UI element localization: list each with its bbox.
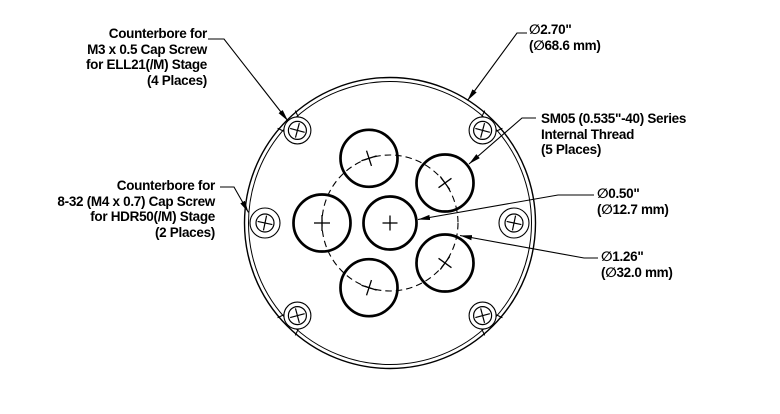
plate-outline bbox=[243, 76, 537, 370]
m3-counterbore-pocket-bottom-right bbox=[468, 301, 503, 336]
callout-line: Internal Thread bbox=[541, 126, 635, 142]
center-mark-icon bbox=[438, 256, 452, 270]
callout-center-hole-diameter: ∅0.50" (∅12.7 mm) bbox=[597, 186, 669, 217]
sm05-hole-left bbox=[292, 193, 352, 253]
leader-center-hole-diameter bbox=[417, 194, 594, 221]
dimension-line: ∅2.70" bbox=[529, 22, 572, 37]
dimension-line: ∅1.26" bbox=[601, 249, 644, 264]
screw-cross-icon bbox=[475, 123, 490, 138]
callout-line: M3 x 0.5 Cap Screw bbox=[87, 41, 207, 57]
callout-hdr50-counterbore: Counterbore for 8-32 (M4 x 0.7) Cap Scre… bbox=[20, 178, 215, 240]
dimension-line: (∅32.0 mm) bbox=[601, 264, 673, 280]
center-hole bbox=[362, 195, 418, 251]
leader-sm05-thread bbox=[468, 117, 536, 165]
optic-holes bbox=[292, 128, 475, 318]
callout-line: for HDR50(/M) Stage bbox=[90, 209, 215, 224]
screw-cross-icon bbox=[506, 215, 522, 231]
center-mark-icon bbox=[382, 215, 398, 231]
callout-line: 8-32 (M4 x 0.7) Cap Screw bbox=[57, 193, 215, 209]
screw-cross-icon bbox=[475, 308, 490, 323]
hole-center-marks bbox=[314, 150, 452, 296]
center-mark-icon bbox=[361, 279, 377, 296]
hdr50-counterbores bbox=[249, 207, 530, 239]
pocket-tangent-lines bbox=[481, 110, 503, 132]
hdr50-counterbore-left bbox=[249, 207, 281, 239]
m3-counterbore-pocket-top-right bbox=[468, 110, 503, 145]
callout-bolt-circle-diameter: ∅1.26" (∅32.0 mm) bbox=[601, 249, 673, 280]
m3-counterbore-pockets bbox=[277, 110, 503, 336]
hdr50-counterbore-right bbox=[498, 207, 530, 239]
center-mark-icon bbox=[314, 215, 330, 231]
callout-line: for ELL21(/M) Stage bbox=[85, 57, 207, 72]
sm05-hole-top bbox=[339, 128, 399, 189]
outer-edge-circle bbox=[243, 76, 537, 370]
pocket-tangent-lines bbox=[481, 314, 503, 336]
sm05-hole-bottom bbox=[339, 257, 399, 318]
callout-line: SM05 (0.535"-40) Series bbox=[541, 111, 687, 126]
center-mark-icon bbox=[361, 150, 377, 167]
sm05-hole-lower-right bbox=[415, 233, 475, 293]
center-mark-icon bbox=[438, 176, 452, 190]
callout-line: (4 Places) bbox=[146, 72, 207, 88]
screw-cross-icon bbox=[257, 215, 273, 231]
leader-outer-diameter bbox=[467, 32, 527, 101]
m3-counterbore-pocket-bottom-left bbox=[277, 301, 312, 336]
leader-m3-counterbore bbox=[208, 38, 289, 122]
callout-line: (2 Places) bbox=[154, 224, 215, 240]
pocket-tangent-lines bbox=[277, 314, 299, 336]
dimension-line: (∅12.7 mm) bbox=[597, 201, 669, 217]
callout-sm05-thread: SM05 (0.535"-40) Series Internal Thread … bbox=[541, 111, 686, 158]
leader-lines bbox=[208, 32, 598, 259]
screw-cross-icon bbox=[290, 123, 305, 138]
sm05-hole-upper-right bbox=[415, 153, 475, 213]
callout-line: (5 Places) bbox=[541, 142, 602, 157]
leader-hdr50-counterbore bbox=[220, 186, 249, 213]
dimension-line: ∅0.50" bbox=[597, 186, 640, 201]
m3-counterbore-pocket-top-left bbox=[277, 110, 312, 145]
callout-line: Counterbore for bbox=[108, 26, 208, 41]
callout-outer-diameter: ∅2.70" (∅68.6 mm) bbox=[529, 22, 601, 53]
callout-m3-counterbore: Counterbore for M3 x 0.5 Cap Screw for E… bbox=[20, 26, 207, 88]
pocket-tangent-lines bbox=[277, 110, 299, 132]
inner-rim-circle bbox=[248, 81, 532, 365]
screw-cross-icon bbox=[290, 308, 305, 323]
callout-line: Counterbore for bbox=[116, 178, 216, 193]
leader-bolt-circle-diameter bbox=[459, 234, 598, 259]
dimension-line: (∅68.6 mm) bbox=[529, 37, 601, 53]
